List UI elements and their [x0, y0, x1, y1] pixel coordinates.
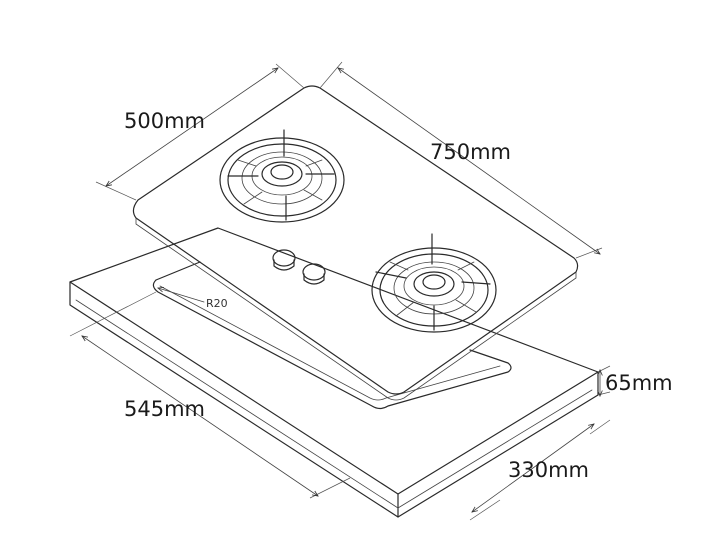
hob-top-plate: [132, 85, 579, 401]
label-cutout-depth: 330mm: [508, 458, 589, 482]
dim-500: [95, 63, 305, 201]
label-corner-radius: R20: [206, 297, 228, 310]
dim-545: [69, 291, 351, 499]
control-knobs: [272, 249, 326, 285]
dim-750: [319, 61, 603, 259]
dim-330: [469, 419, 611, 521]
burner-right: [371, 233, 497, 333]
dim-65: [598, 365, 611, 396]
label-top-depth: 500mm: [124, 109, 205, 133]
radius-leader: [158, 288, 205, 303]
burner-left: [219, 129, 345, 223]
label-height: 65mm: [605, 371, 673, 395]
label-cutout-width: 545mm: [124, 397, 205, 421]
cutout-outline: [152, 261, 512, 410]
label-top-width: 750mm: [430, 140, 511, 164]
